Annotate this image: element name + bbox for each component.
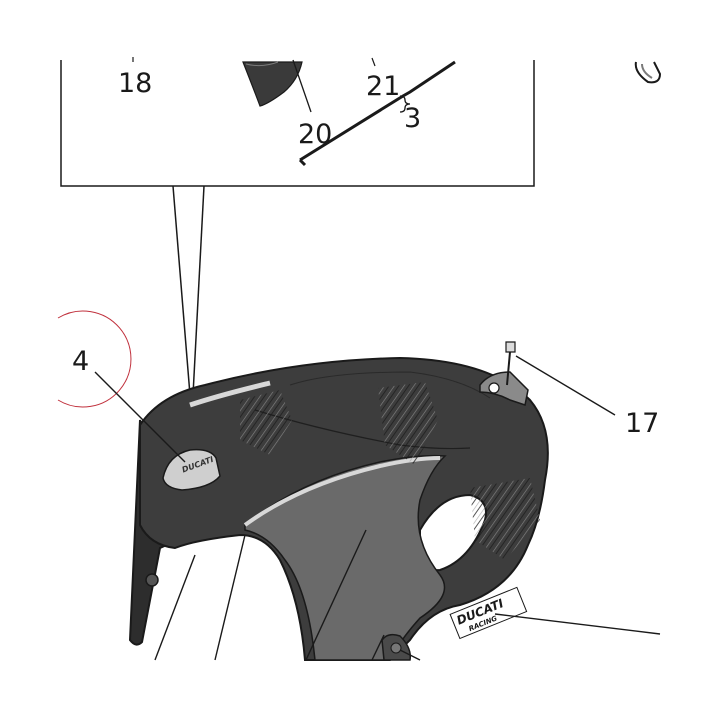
inset-detail-frame <box>60 60 535 396</box>
ducati-badge: DUCATI <box>162 448 221 491</box>
screw-shaft <box>506 351 511 386</box>
carbon-weave-patch-2 <box>378 382 438 465</box>
leader-panel <box>305 529 367 661</box>
accent-stripe-side <box>243 456 441 527</box>
inset-leader-right <box>192 185 205 396</box>
top-mount-bracket <box>479 341 529 406</box>
leader-lug <box>371 634 385 661</box>
leader-21 <box>371 57 376 67</box>
callout-17: 17 <box>625 408 659 439</box>
carbon-weave-patch-1 <box>240 390 292 455</box>
accent-stripe-top <box>189 380 271 408</box>
screw-head <box>505 341 516 353</box>
leader-decal <box>494 613 661 635</box>
inset-part-tip <box>242 61 303 107</box>
callout-3: 3 <box>404 103 421 134</box>
highlight-circle <box>57 310 132 408</box>
front-mudguard <box>128 356 549 661</box>
callout-20: 20 <box>298 119 332 150</box>
inset-strip-part <box>299 60 456 162</box>
carbon-weave-patch-3 <box>470 478 540 560</box>
bracket-piece-partial <box>634 61 662 84</box>
callout-4: 4 <box>72 346 89 377</box>
leader-20 <box>292 59 312 113</box>
leader-flap <box>154 554 196 661</box>
leader-4 <box>94 371 186 463</box>
mount-hole-left <box>145 573 159 587</box>
mudguard-grey-panel <box>244 454 447 661</box>
leader-17 <box>515 355 616 416</box>
callout-21: 21 <box>366 71 400 102</box>
callout-18: 18 <box>118 68 152 99</box>
leader-stripe <box>214 534 246 661</box>
inset-leader-left <box>172 185 191 396</box>
leader-lug-2 <box>399 649 421 661</box>
bracket-3 <box>399 95 411 113</box>
